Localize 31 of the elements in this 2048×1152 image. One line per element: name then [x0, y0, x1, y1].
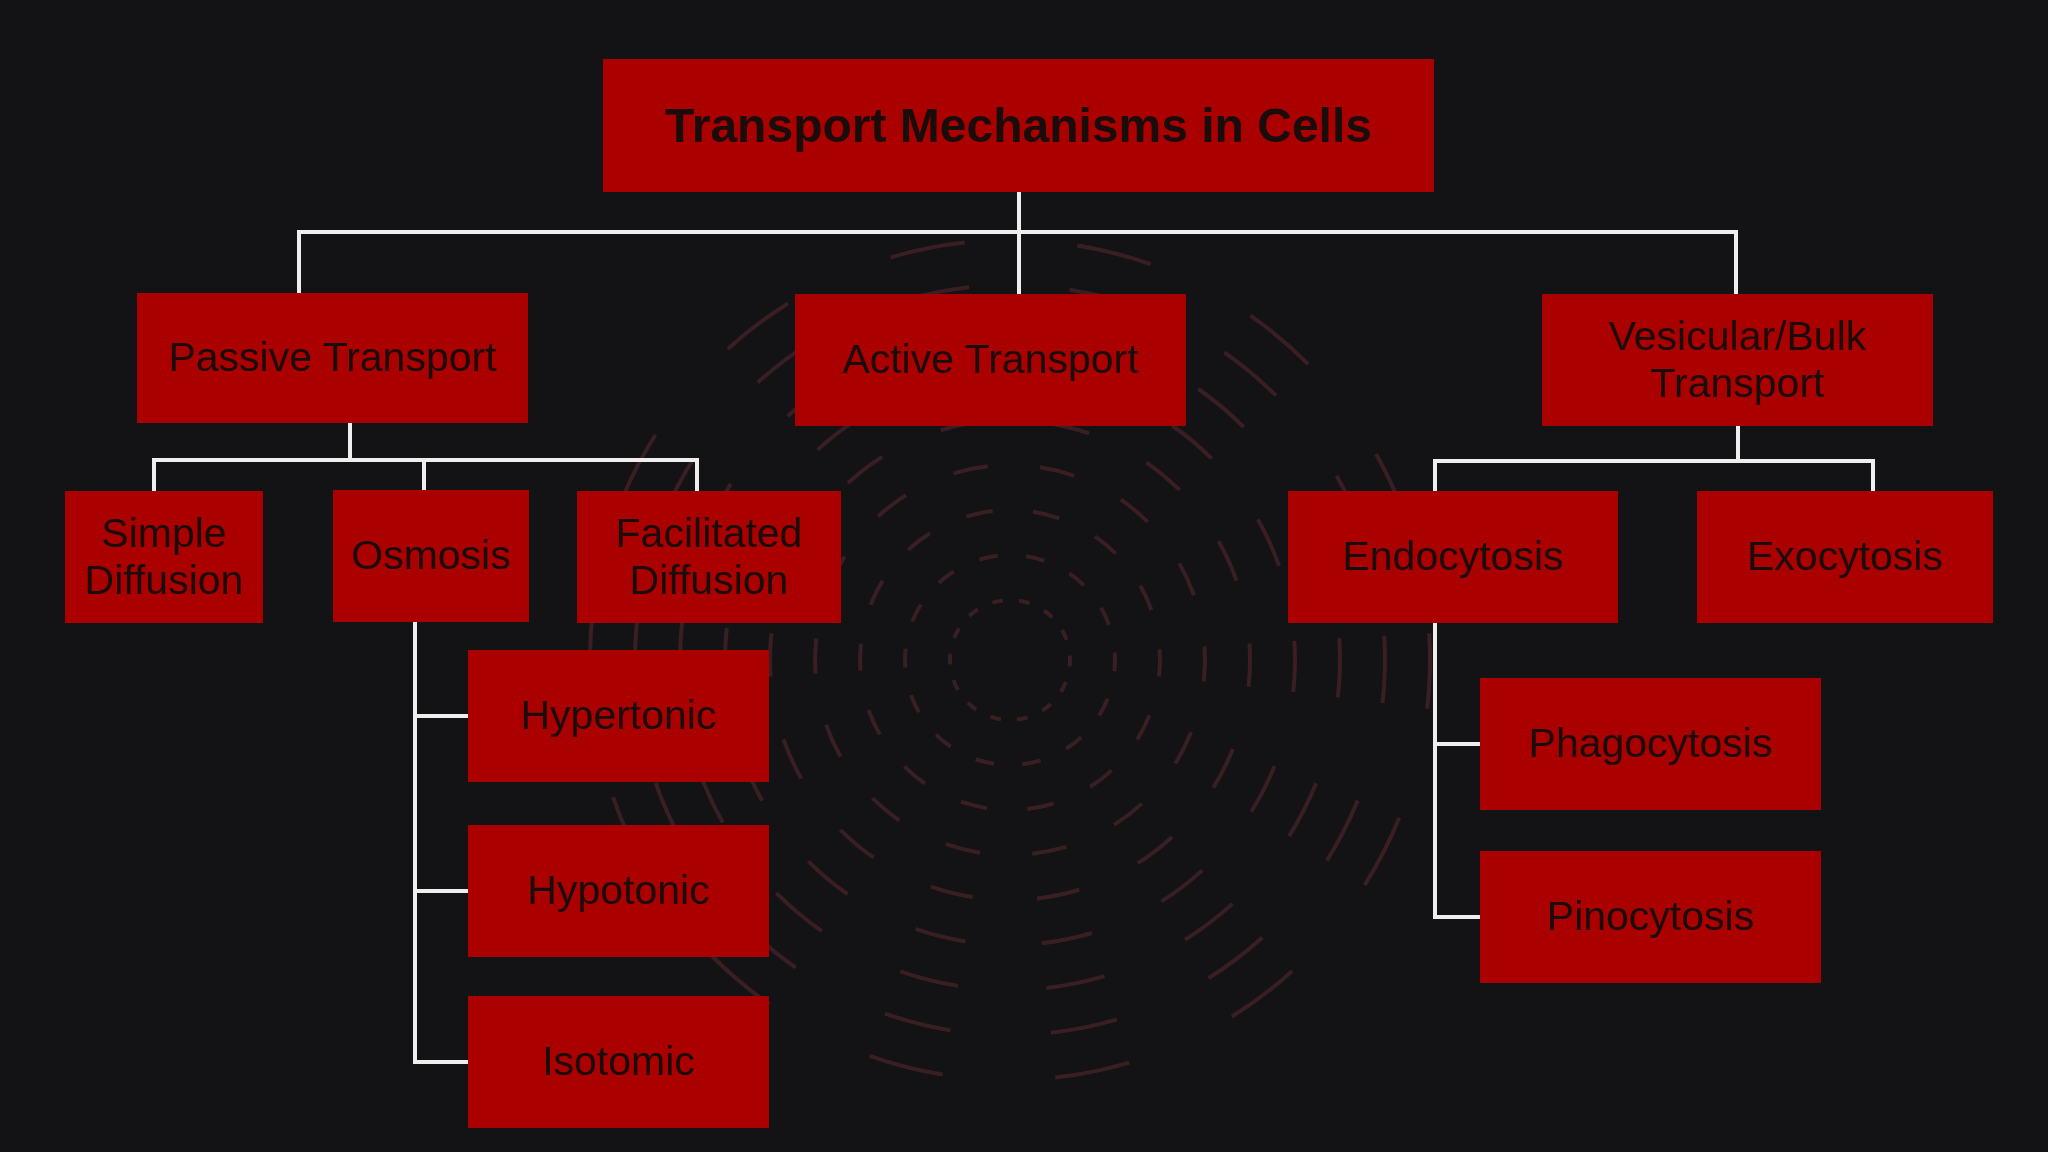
node-label: Phagocytosis — [1528, 720, 1773, 768]
node-label: Vesicular/Bulk Transport — [1607, 312, 1868, 408]
title-text: Transport Mechanisms in Cells — [665, 97, 1372, 154]
node-label: Facilitated Diffusion — [614, 509, 804, 605]
concept-box — [1542, 294, 1933, 426]
concept-box — [795, 294, 1186, 426]
node-label: Simple Diffusion — [83, 509, 245, 605]
title-box — [603, 59, 1434, 192]
node-label: Hypertonic — [520, 692, 717, 740]
concept-box — [65, 491, 263, 623]
node-label: Osmosis — [351, 532, 511, 580]
node-label: Hypotonic — [527, 867, 710, 915]
concept-box — [1288, 491, 1618, 623]
concept-box — [468, 996, 769, 1128]
connector-line — [348, 423, 699, 491]
concept-box — [137, 293, 528, 423]
concept-box — [468, 825, 769, 957]
concept-box — [577, 491, 841, 623]
node-label: Exocytosis — [1747, 533, 1943, 581]
node-label: Isotomic — [542, 1038, 695, 1086]
concept-box — [1480, 678, 1821, 810]
connector-line — [413, 622, 468, 1064]
concept-box — [468, 650, 769, 782]
node-label: Pinocytosis — [1546, 893, 1755, 941]
node-label: Passive Transport — [168, 334, 497, 382]
concept-box — [1480, 851, 1821, 983]
concept-box — [1697, 491, 1993, 623]
node-label: Endocytosis — [1342, 533, 1564, 581]
connector-line — [1433, 623, 1480, 919]
concept-box — [333, 490, 529, 622]
node-label: Active Transport — [842, 336, 1139, 384]
